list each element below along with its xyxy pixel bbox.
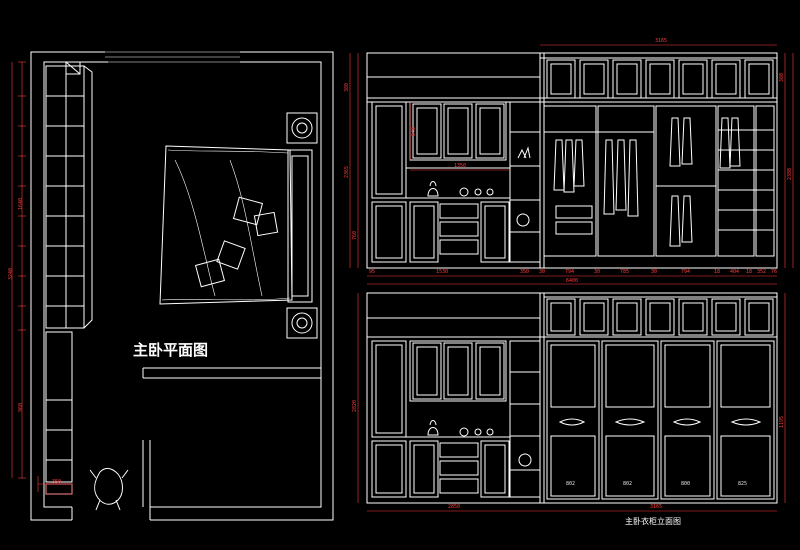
upper-dim-bottom: 95 bbox=[369, 269, 376, 275]
upper-dim-inner: 1350 bbox=[454, 163, 467, 169]
plan-dim-total: 3240 bbox=[8, 267, 14, 280]
wardrobe-elevation-upper bbox=[366, 52, 778, 269]
lower-dim-bottom-left: 2850 bbox=[448, 504, 461, 510]
plan-dim-wardrobe: 1640 bbox=[18, 197, 24, 210]
plan-nightstand bbox=[286, 112, 318, 144]
plan-dim-bottom: 350 bbox=[52, 479, 62, 485]
upper-dim-bottom: 30 bbox=[539, 269, 546, 275]
plan-wardrobe bbox=[45, 65, 85, 329]
upper-dim-inner-v: 640 bbox=[411, 126, 417, 136]
plan-outer-wall bbox=[30, 51, 105, 521]
wardrobe-elevation-lower bbox=[366, 292, 778, 504]
upper-dim-bottom: 30 bbox=[651, 269, 658, 275]
lower-dim-left: 2820 bbox=[352, 399, 358, 412]
upper-top-doors bbox=[546, 59, 774, 99]
plan-inner-wall bbox=[43, 61, 108, 508]
upper-dim-bottom: 350 bbox=[520, 269, 530, 275]
lower-dimension-lines bbox=[357, 293, 786, 512]
upper-dim-left-1: 2365 bbox=[344, 165, 350, 178]
lower-dim-bottom-right: 3165 bbox=[650, 504, 663, 510]
lower-top-doors bbox=[546, 298, 774, 336]
plan-pillow bbox=[232, 196, 264, 226]
plan-title: 主卧平面图 bbox=[133, 341, 209, 359]
lower-tall-doors bbox=[546, 340, 775, 500]
upper-dim-left-2: 760 bbox=[352, 230, 358, 240]
lower-dim-right: 1195 bbox=[779, 415, 785, 428]
upper-dim-bottom: 30 bbox=[594, 269, 601, 275]
plan-chair bbox=[94, 467, 123, 505]
plan-lower-cabinet bbox=[45, 331, 73, 483]
lower-door-dim: 800 bbox=[681, 481, 691, 487]
lower-door-dim: 802 bbox=[566, 481, 576, 487]
upper-dim-bottom: 404 bbox=[730, 269, 740, 275]
elevation-title: 主卧衣柜立面图 bbox=[625, 517, 681, 526]
upper-dim-bottom: 785 bbox=[620, 269, 630, 275]
plan-outer-wall-top-right bbox=[150, 51, 334, 521]
upper-dim-total: 6400 bbox=[566, 278, 579, 284]
upper-dim-right-1: 2380 bbox=[787, 167, 793, 180]
lower-door-dim: 825 bbox=[738, 481, 748, 487]
upper-dimension-lines bbox=[349, 44, 794, 285]
upper-dim-right-0: 380 bbox=[779, 72, 785, 82]
upper-dim-left-0: 380 bbox=[344, 82, 350, 92]
upper-dim-bottom: 794 bbox=[565, 269, 575, 275]
plan-bed bbox=[159, 145, 293, 305]
upper-dim-bottom: 18 bbox=[746, 269, 753, 275]
upper-dim-top: 3165 bbox=[655, 38, 668, 44]
lower-door-dim: 802 bbox=[623, 481, 633, 487]
upper-dim-bottom: 1530 bbox=[436, 269, 449, 275]
upper-dim-bottom: 794 bbox=[681, 269, 691, 275]
upper-dim-bottom: 352 bbox=[757, 269, 767, 275]
plan-inner-wall-right bbox=[150, 61, 322, 508]
upper-dim-bottom: 76 bbox=[771, 269, 778, 275]
plan-dimension-lines bbox=[11, 61, 72, 492]
floor-plan bbox=[30, 51, 334, 521]
plan-dim-lower: 960 bbox=[18, 402, 24, 412]
upper-dim-bottom: 18 bbox=[714, 269, 721, 275]
